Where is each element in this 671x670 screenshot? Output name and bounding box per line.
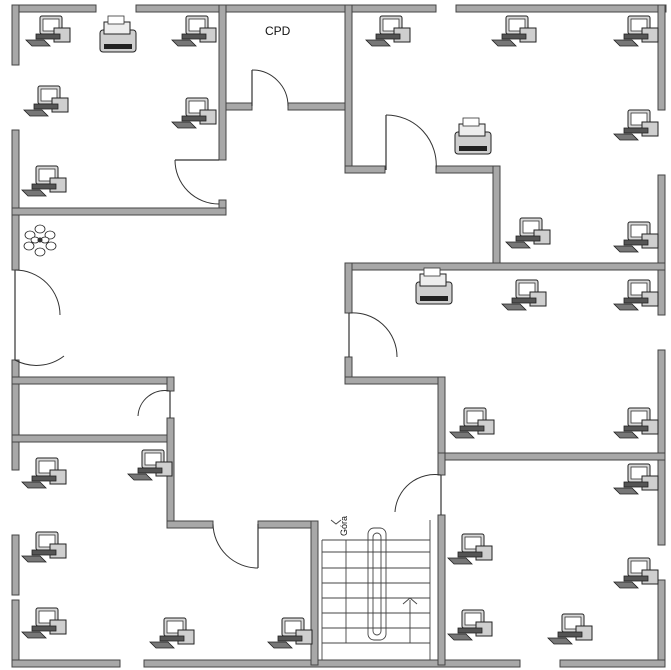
computer-icon[interactable]	[613, 109, 659, 141]
computer-icon[interactable]	[21, 165, 67, 197]
door-office-topleft[interactable]	[174, 159, 220, 205]
computer-icon[interactable]	[613, 407, 659, 439]
door-office-topright[interactable]	[385, 114, 437, 171]
door-main-entrance[interactable]	[14, 269, 65, 366]
computer-icon[interactable]	[21, 457, 67, 489]
walls	[11, 4, 667, 668]
printer-icon[interactable]	[415, 267, 453, 305]
computer-icon[interactable]	[23, 85, 69, 117]
computer-icon[interactable]	[127, 449, 173, 481]
computer-icon[interactable]	[25, 15, 71, 47]
computer-icon[interactable]	[149, 617, 195, 649]
computer-icon[interactable]	[547, 613, 593, 645]
door-cpd[interactable]	[251, 69, 289, 107]
doors	[14, 69, 442, 569]
door-small-room[interactable]	[137, 390, 171, 418]
printer-icon[interactable]	[454, 117, 492, 155]
computer-icon[interactable]	[447, 609, 493, 641]
computer-icon[interactable]	[171, 15, 217, 47]
door-office-midright[interactable]	[348, 312, 398, 358]
door-office-bottomright[interactable]	[394, 474, 442, 515]
computer-icon[interactable]	[21, 607, 67, 639]
computer-icon[interactable]	[613, 557, 659, 589]
computer-icon[interactable]	[491, 15, 537, 47]
computer-icon[interactable]	[171, 97, 217, 129]
computer-icon[interactable]	[613, 279, 659, 311]
door-office-bottomleft[interactable]	[212, 523, 259, 569]
computer-icon[interactable]	[449, 407, 495, 439]
printer-icon[interactable]	[99, 15, 137, 53]
computer-icon[interactable]	[501, 279, 547, 311]
computer-icon[interactable]	[21, 531, 67, 563]
computer-icon[interactable]	[613, 221, 659, 253]
server-room-label: CPD	[265, 24, 291, 38]
computer-icon[interactable]	[365, 15, 411, 47]
computer-icon[interactable]	[613, 463, 659, 495]
workstations	[21, 15, 659, 649]
stairs-up-label: Góra	[339, 516, 349, 536]
computer-icon[interactable]	[267, 617, 313, 649]
computer-icon[interactable]	[505, 217, 551, 249]
staircase	[321, 519, 431, 660]
computer-icon[interactable]	[447, 533, 493, 565]
computer-icon[interactable]	[613, 15, 659, 47]
plant-icon	[23, 224, 57, 257]
